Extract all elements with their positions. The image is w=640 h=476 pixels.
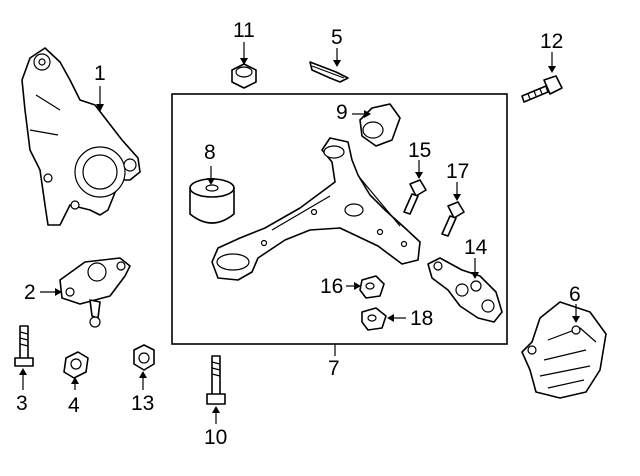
callout-17: 17 xyxy=(446,160,470,183)
callout-16: 16 xyxy=(320,275,344,298)
bolt-3-part xyxy=(14,325,34,367)
callout-8: 8 xyxy=(204,141,216,164)
cotter-pin-part xyxy=(309,61,349,83)
callout-15: 15 xyxy=(408,139,432,162)
ball-joint-part xyxy=(59,257,131,328)
callout-7: 7 xyxy=(328,357,340,380)
nut-11-part xyxy=(231,63,257,89)
bushing-8-part xyxy=(189,178,235,224)
bushing-18-part xyxy=(361,307,387,331)
callout-10: 10 xyxy=(204,426,228,449)
nut-4-part xyxy=(63,351,89,379)
flange-nut-13-part xyxy=(133,344,155,371)
callout-11: 11 xyxy=(233,19,255,42)
callout-12: 12 xyxy=(540,30,564,53)
bolt-17-part xyxy=(441,201,465,237)
callout-18: 18 xyxy=(410,307,434,330)
callout-2: 2 xyxy=(24,281,36,304)
callout-5: 5 xyxy=(331,26,343,49)
bolt-12-part xyxy=(521,75,563,103)
control-arm-part xyxy=(211,137,421,281)
bolt-15-part xyxy=(403,179,427,215)
callout-3: 3 xyxy=(16,392,28,415)
assembly-box xyxy=(171,93,508,345)
callout-13: 13 xyxy=(131,392,155,415)
bolt-10-part xyxy=(206,355,226,405)
callout-1: 1 xyxy=(94,62,106,85)
callout-6: 6 xyxy=(569,283,581,306)
bracket-14-part xyxy=(427,257,503,323)
shield-6-part xyxy=(521,301,607,399)
callout-14: 14 xyxy=(464,236,488,259)
callout-4: 4 xyxy=(68,394,80,417)
bushing-9-part xyxy=(359,103,401,147)
steering-knuckle-part xyxy=(21,47,141,226)
bushing-16-part xyxy=(359,275,385,299)
callout-9: 9 xyxy=(336,101,348,124)
